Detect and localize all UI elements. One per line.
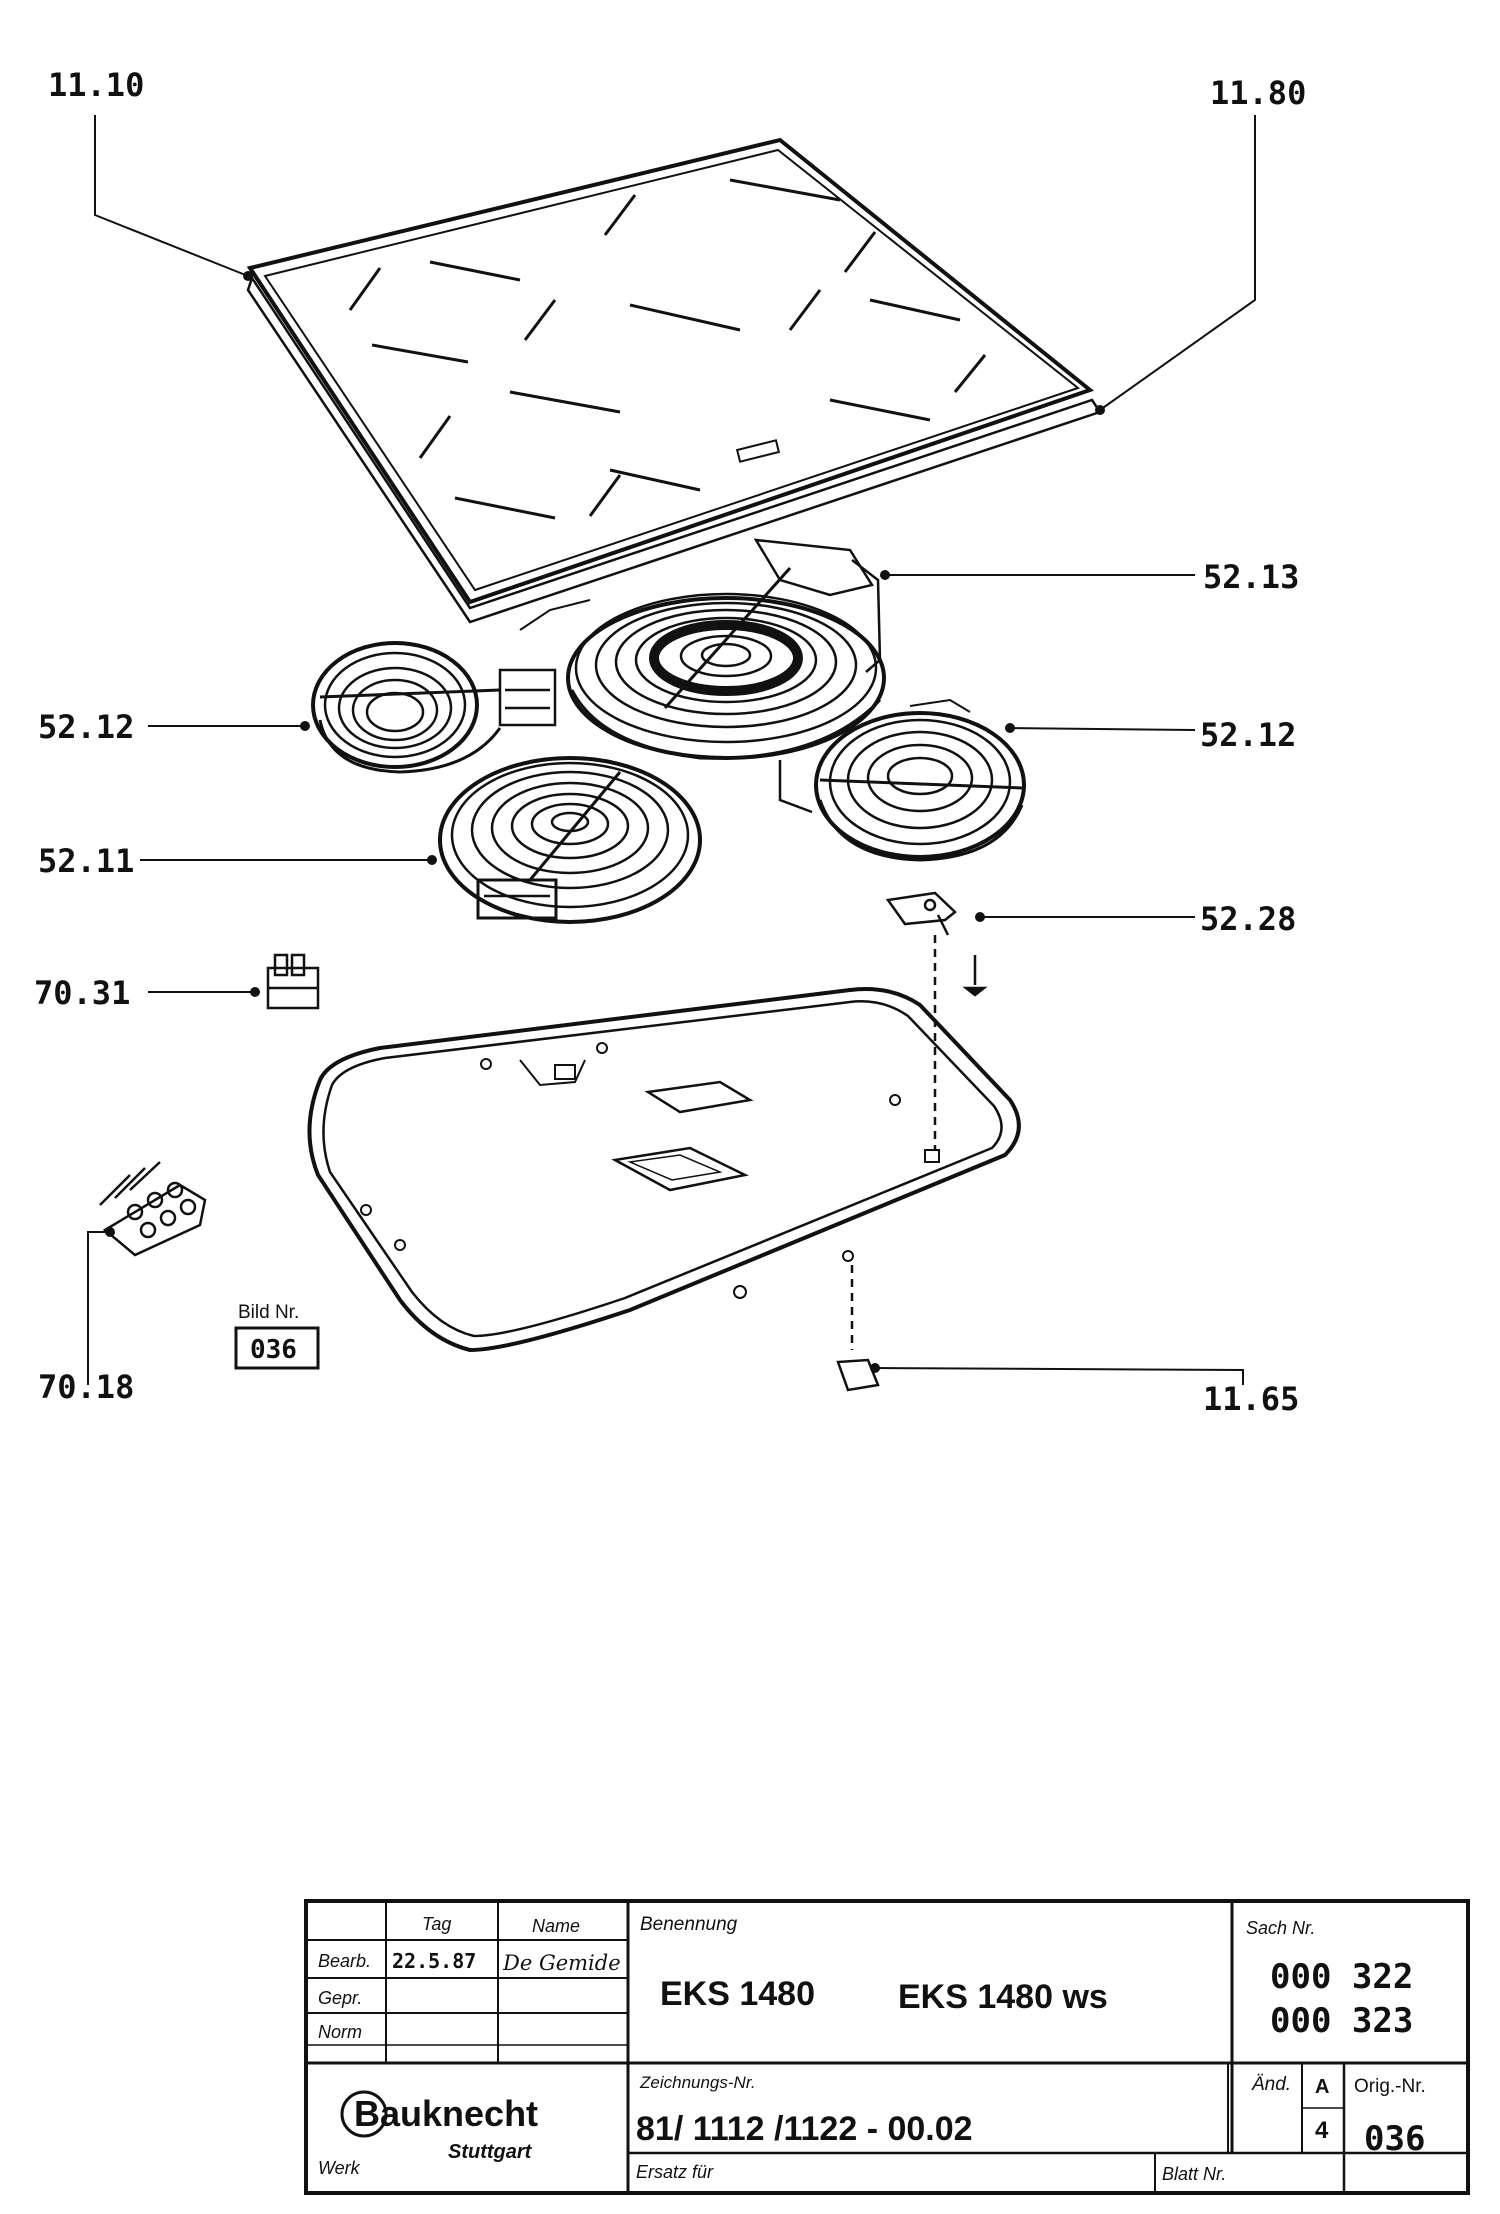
sach-label: Sach Nr. — [1246, 1918, 1315, 1938]
sach-2: 000 323 — [1270, 2001, 1413, 2041]
bracket-11-65 — [836, 1265, 880, 1392]
title-block: Tag Name Bearb. Gepr. Norm 22.5.87 De Ge… — [304, 1899, 1470, 2195]
zeichnung-nr: 81/ 1112 /1122 - 00.02 — [636, 2110, 973, 2148]
callout-52-12-left: 52.12 — [38, 708, 134, 746]
callout-52-13: 52.13 — [1203, 558, 1299, 596]
mounting-frame — [307, 987, 1021, 1353]
terminal-block-70-18 — [99, 1161, 207, 1257]
aend-a: A — [1315, 2076, 1329, 2098]
bauknecht-logo: Bauknecht — [340, 2090, 538, 2138]
model-2: EKS 1480 ws — [898, 1978, 1108, 2016]
row-bearb: Bearb. — [318, 1951, 371, 1971]
bearb-name: De Gemide — [502, 1951, 621, 1975]
leader-lines — [87, 115, 1256, 1385]
callout-52-28: 52.28 — [1200, 900, 1296, 938]
sach-1: 000 322 — [1270, 1957, 1413, 1997]
bearb-date: 22.5.87 — [392, 1949, 476, 1973]
bild-box — [234, 1326, 320, 1370]
city: Stuttgart — [448, 2141, 533, 2163]
bild-label: Bild Nr. — [238, 1302, 299, 1323]
callout-70-31: 70.31 — [34, 974, 130, 1012]
bild-number: 036 — [250, 1335, 297, 1365]
blatt-label: Blatt Nr. — [1162, 2164, 1226, 2184]
row-gepr: Gepr. — [318, 1988, 362, 2008]
ersatz-label: Ersatz für — [636, 2162, 714, 2182]
heating-element-52-12-left — [311, 641, 557, 774]
heating-element-52-13 — [519, 538, 886, 760]
zeichnung-label: Zeichnungs-Nr. — [639, 2073, 756, 2092]
callout-11-65: 11.65 — [1203, 1380, 1299, 1418]
callout-52-12-right: 52.12 — [1200, 716, 1296, 754]
heating-element-52-12-right — [778, 698, 1026, 862]
aend-4: 4 — [1315, 2117, 1329, 2144]
brand-name: Bauknecht — [354, 2093, 538, 2134]
col-name: Name — [532, 1916, 580, 1936]
col-tag: Tag — [422, 1914, 451, 1934]
orig-nr: 036 — [1364, 2119, 1425, 2159]
clip-52-28 — [885, 891, 988, 1150]
row-norm: Norm — [318, 2022, 362, 2042]
benennung-label: Benennung — [640, 1914, 738, 1935]
callout-52-11: 52.11 — [38, 842, 134, 880]
orig-label: Orig.-Nr. — [1354, 2076, 1426, 2097]
callout-70-18: 70.18 — [38, 1368, 134, 1406]
callout-11-80: 11.80 — [1210, 74, 1306, 112]
aend-label: Änd. — [1251, 2074, 1291, 2095]
callout-11-10: 11.10 — [48, 66, 144, 104]
connector-70-31 — [266, 953, 320, 1010]
model-1: EKS 1480 — [660, 1975, 815, 2013]
werk-label: Werk — [318, 2158, 361, 2178]
heating-element-52-11 — [438, 756, 702, 924]
leader-dots — [105, 271, 1105, 1373]
glass-top-plate — [246, 137, 1102, 624]
